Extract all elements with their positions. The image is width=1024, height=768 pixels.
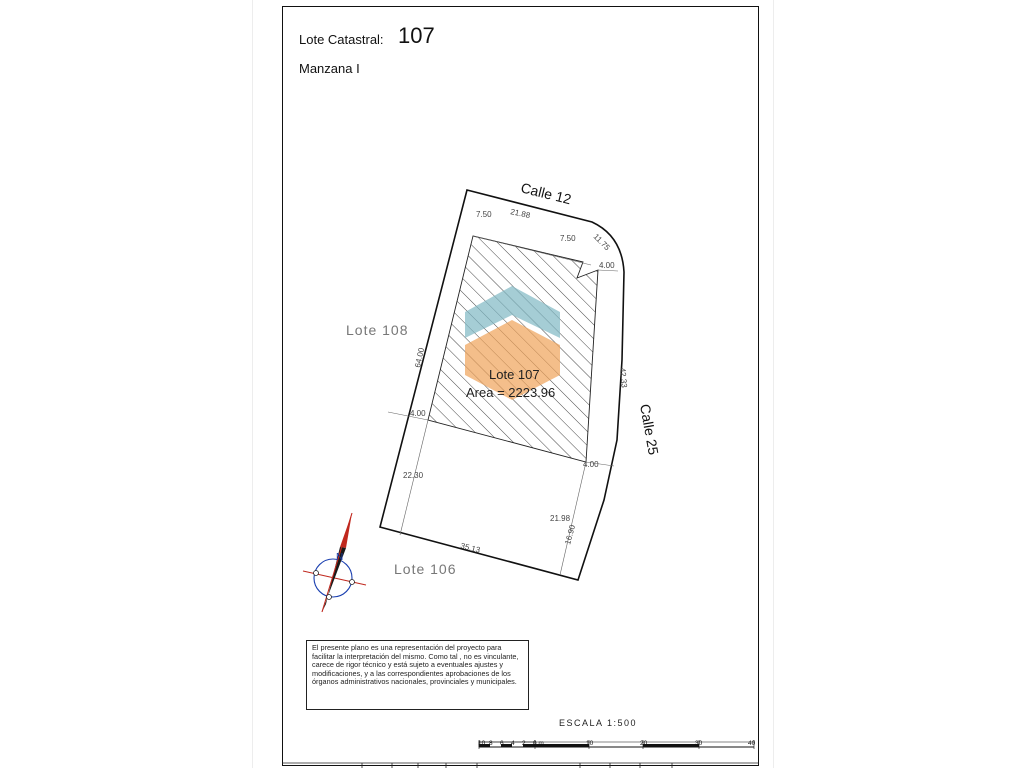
title-block-lines: [282, 762, 759, 768]
scale-tick: 8: [489, 740, 493, 747]
dim-south-side: 35.13: [460, 541, 482, 555]
title-label: Lote Catastral:: [299, 32, 384, 47]
drawing-frame: [282, 6, 759, 766]
scale-tick: 10: [586, 740, 594, 747]
dim-rear-right: 21.98: [550, 514, 571, 523]
scale-tick: 10: [478, 740, 486, 747]
dim-rear-left: 22.30: [403, 471, 424, 480]
block-label: Manzana I: [299, 61, 360, 76]
scale-label: ESCALA 1:500: [559, 718, 638, 728]
scale-tick: 4: [511, 740, 515, 747]
neighbor-south: Lote 106: [394, 561, 457, 577]
lot-name: Lote 107: [489, 367, 540, 382]
dim-front-setback-left: 7.50: [476, 210, 492, 219]
lot-number: 107: [398, 23, 435, 48]
street-east: Calle 25: [637, 403, 662, 457]
compass-rose-icon: N: [302, 512, 367, 613]
scale-tick: 40: [748, 740, 756, 747]
dim-corner-arc: 11.75: [592, 232, 612, 252]
scale-tick: 30: [695, 740, 703, 747]
dim-west-side: 64.00: [413, 346, 426, 368]
scale-tick: 20: [640, 740, 648, 747]
disclaimer-note: El presente plano es una representación …: [306, 640, 529, 710]
dim-side-setback-left: 4.00: [410, 409, 426, 418]
lot-boundary: [379, 189, 625, 581]
setback-lines: [387, 235, 619, 576]
dim-side-setback-top-right: 4.00: [599, 261, 615, 270]
dim-front-setback-right: 7.50: [560, 234, 576, 243]
scale-tick: 0 m: [533, 740, 544, 747]
dim-north-side: 21.88: [510, 207, 532, 220]
lot-area: Area = 2223.96: [466, 385, 555, 400]
compass-north-letter: N: [336, 552, 343, 563]
dim-east-side: 42.33: [618, 367, 629, 388]
street-north: Calle 12: [519, 179, 573, 207]
watermark-logo: [465, 286, 560, 400]
dim-side-setback-bottom-right: 4.00: [583, 460, 599, 469]
dim-east-lower: 16.90: [563, 523, 577, 545]
neighbor-west: Lote 108: [346, 322, 409, 338]
scale-bar: 10 8 6 4 2 0 m 10 20 30 40: [478, 740, 756, 749]
scale-tick: 6: [500, 740, 504, 747]
scale-tick: 2: [522, 740, 526, 747]
